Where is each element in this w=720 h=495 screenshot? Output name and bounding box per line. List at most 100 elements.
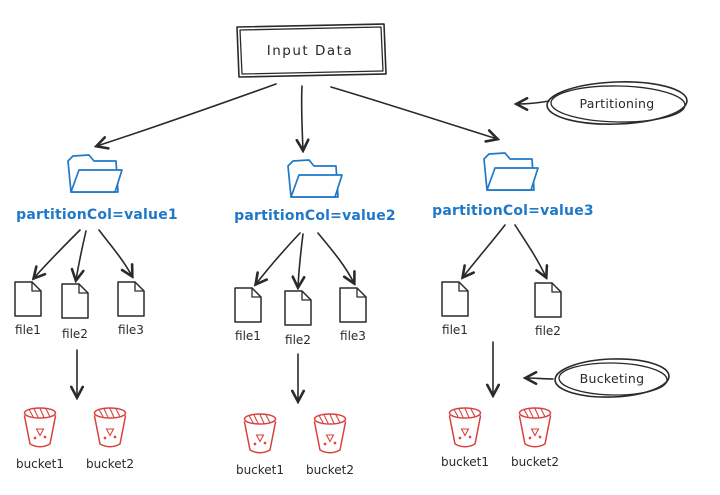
file-body — [234, 287, 262, 323]
bucket-dot — [538, 435, 542, 439]
folder-icon — [67, 154, 123, 193]
file-body — [284, 290, 312, 326]
bucket-body — [23, 415, 57, 448]
bucket-icon — [518, 407, 552, 448]
bucket-label: bucket1 — [441, 455, 489, 469]
file-label: file3 — [340, 329, 366, 343]
file-icon — [234, 287, 262, 323]
bucket-label: bucket2 — [306, 463, 354, 477]
bucketing-ellipse — [554, 358, 670, 398]
arrow-partition1-to-file1 — [34, 229, 81, 278]
file-fold — [356, 287, 367, 298]
bucket-body — [448, 415, 482, 448]
bucketing-label: Bucketing — [580, 371, 645, 386]
file-label: file1 — [235, 329, 261, 343]
bucket-triangle — [325, 434, 335, 443]
partitioning-label: Partitioning — [579, 96, 654, 111]
file-fold — [78, 283, 89, 294]
file-icon — [117, 281, 145, 317]
bucketing-arrow — [526, 378, 554, 379]
bucket-dot — [113, 435, 117, 439]
file-fold — [458, 281, 469, 292]
input-data-label: Input Data — [267, 43, 353, 59]
arrow-partition2-to-file3 — [317, 232, 354, 283]
input-data-box: Input Data — [236, 23, 387, 78]
bucket-body — [518, 415, 552, 448]
bucket-rim-hatch — [523, 407, 546, 419]
bucket-rim-hatch — [248, 413, 271, 425]
file-fold — [301, 290, 312, 301]
bucket-dot — [43, 435, 47, 439]
arrow-partition2-to-file1 — [256, 232, 301, 284]
file-body — [534, 282, 562, 318]
file-label: file2 — [535, 324, 561, 338]
bucket-dot — [468, 435, 472, 439]
arrow-partition2-to-file2 — [298, 233, 303, 287]
partition-3: partitionCol=value3 file1 file2 — [432, 152, 594, 469]
bucket-rim-hatch — [28, 407, 51, 419]
arrow-partition3-to-file2 — [514, 224, 546, 277]
file-body — [441, 281, 469, 317]
file-fold — [251, 287, 262, 298]
bucket-triangle — [255, 434, 265, 443]
partitioning-ellipse — [546, 81, 688, 125]
file-icon — [14, 281, 42, 317]
bucket-body — [93, 415, 127, 448]
file-fold — [551, 282, 562, 293]
bucket-triangle — [460, 428, 470, 437]
file-label: file1 — [442, 323, 468, 337]
file-icon — [339, 287, 367, 323]
bucket-rim-hatch — [318, 413, 341, 425]
file-icon — [61, 283, 89, 319]
bucket-dot — [103, 436, 107, 440]
file-label: file3 — [118, 323, 144, 337]
file-body — [117, 281, 145, 317]
partitioning-arrow — [517, 101, 550, 104]
arrow-input-to-partition1 — [97, 83, 277, 146]
file-icon — [534, 282, 562, 318]
file-body — [339, 287, 367, 323]
bucket-dot — [323, 442, 327, 446]
bucket-dot — [333, 441, 337, 445]
bucket-dot — [253, 442, 257, 446]
bucket-icon — [243, 413, 277, 454]
bucket-body — [243, 421, 277, 454]
bucket-dot — [528, 436, 532, 440]
bucket-label: bucket1 — [16, 457, 64, 471]
bucket-rim-hatch — [453, 407, 476, 419]
bucket-triangle — [35, 428, 45, 437]
bucket-triangle — [530, 428, 540, 437]
arrow-partition3-to-file1 — [463, 224, 506, 277]
partition-2: partitionCol=value2 file1 file2 file3 — [234, 159, 396, 477]
partition-1: partitionCol=value1 file1 file2 file3 — [14, 154, 178, 471]
bucket-label: bucket2 — [511, 455, 559, 469]
file-fold — [134, 281, 145, 292]
bucket-dot — [458, 436, 462, 440]
folder-icon — [287, 159, 343, 198]
bucket-icon — [23, 407, 57, 448]
file-label: file2 — [285, 333, 311, 347]
input-data-box-outline-inner — [239, 26, 384, 75]
bucket-label: bucket1 — [236, 463, 284, 477]
bucket-body — [313, 421, 347, 454]
bucket-label: bucket2 — [86, 457, 134, 471]
folder-flap — [70, 169, 123, 193]
arrow-partition1-to-file3 — [98, 229, 132, 276]
folder-flap — [486, 167, 539, 191]
bucket-rim-hatch — [98, 407, 121, 419]
arrow-partition1-to-file2 — [76, 230, 87, 280]
file-icon — [284, 290, 312, 326]
bucket-icon — [313, 413, 347, 454]
file-body — [14, 281, 42, 317]
partition-1-label: partitionCol=value1 — [16, 207, 178, 223]
partition-3-label: partitionCol=value3 — [432, 203, 594, 219]
partitioning-ellipse-inner — [550, 85, 686, 123]
bucketing-annotation: Bucketing — [526, 358, 670, 398]
bucket-triangle — [105, 428, 115, 437]
bucket-dot — [263, 441, 267, 445]
file-label: file1 — [15, 323, 41, 337]
bucket-icon — [93, 407, 127, 448]
partitioning-annotation: Partitioning — [517, 81, 688, 125]
arrow-input-to-partition3 — [330, 86, 497, 139]
